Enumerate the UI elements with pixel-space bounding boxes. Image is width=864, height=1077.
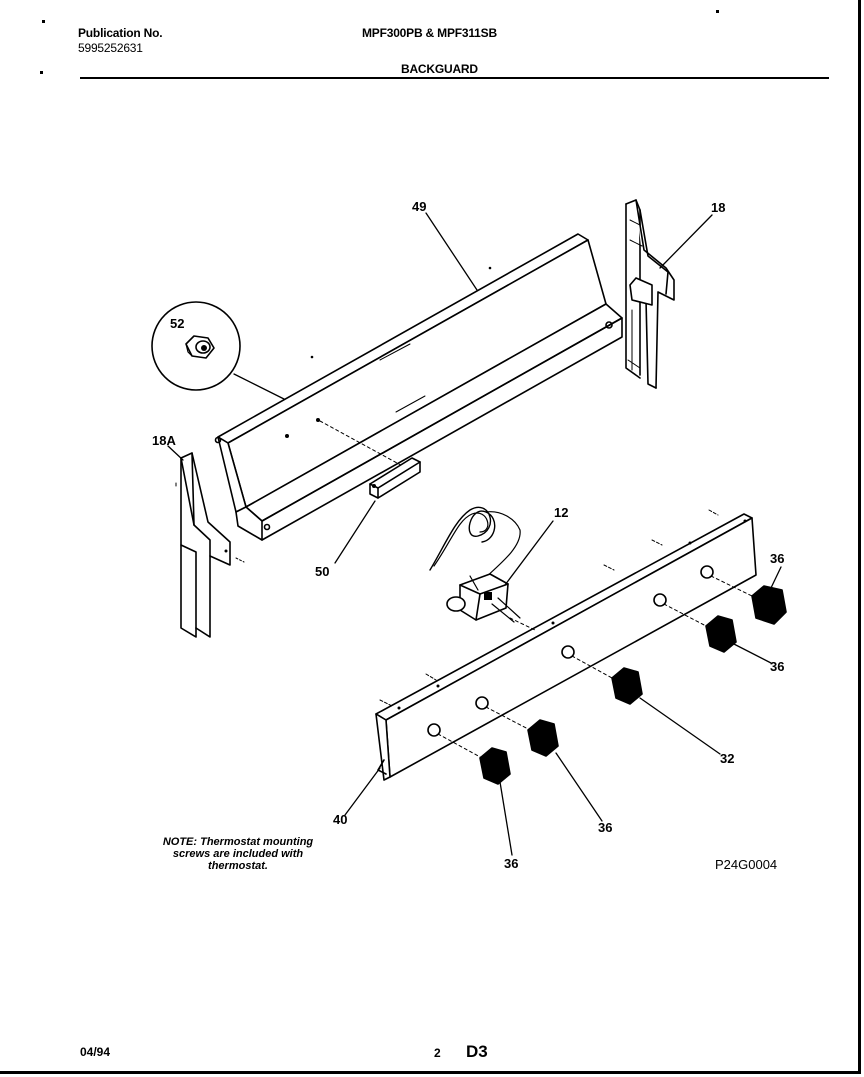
callout-18: 18 [711,200,725,215]
section-title: BACKGUARD [401,62,478,76]
footer-page-code: D3 [466,1042,488,1061]
speck [42,20,45,23]
thermostat-note: NOTE: Thermostat mounting screws are inc… [150,836,326,872]
callout-18a: 18A [152,433,176,448]
knob-36-lower-mid [527,719,559,757]
figure-code: P24G0004 [715,857,777,872]
footer-date: 04/94 [80,1045,111,1059]
model-numbers: MPF300PB & MPF311SB [362,26,497,40]
knob-36-top-right [751,585,787,625]
thermostat-part [429,506,521,623]
callout-36-mid: 36 [598,820,612,835]
bracket-clip-part [369,457,421,499]
control-panel-part [375,509,757,781]
knob-32 [611,667,643,705]
control-knobs [479,585,787,785]
note-line-2: screws are included with [172,848,304,860]
knob-36-mid-right [705,615,737,653]
footer-page-number: 2 [434,1046,441,1060]
leader-lines [167,212,782,856]
callout-50: 50 [315,564,329,579]
callout-52: 52 [170,316,184,331]
speck [716,10,719,13]
left-end-bracket-part [175,452,245,638]
callout-labels: 49 18 52 18A 50 12 36 36 32 40 36 36 [152,199,784,871]
right-end-bracket-part [625,199,675,389]
speck [40,71,43,74]
callout-36-top: 36 [770,551,784,566]
callout-32: 32 [720,751,734,766]
callout-12: 12 [554,505,568,520]
note-line-1: NOTE: Thermostat mounting [162,836,314,848]
callout-36-right: 36 [770,659,784,674]
knob-36-bottom-left [479,747,511,785]
callout-36-bottom: 36 [504,856,518,871]
backguard-trim-part [214,233,623,541]
publication-number: 5995252631 [78,41,143,55]
header-rule [80,77,829,79]
callout-49: 49 [412,199,426,214]
nut-detail-inset [151,301,241,391]
note-line-3: thermostat. [208,860,268,872]
publication-label: Publication No. [78,26,163,40]
callout-40: 40 [333,812,347,827]
